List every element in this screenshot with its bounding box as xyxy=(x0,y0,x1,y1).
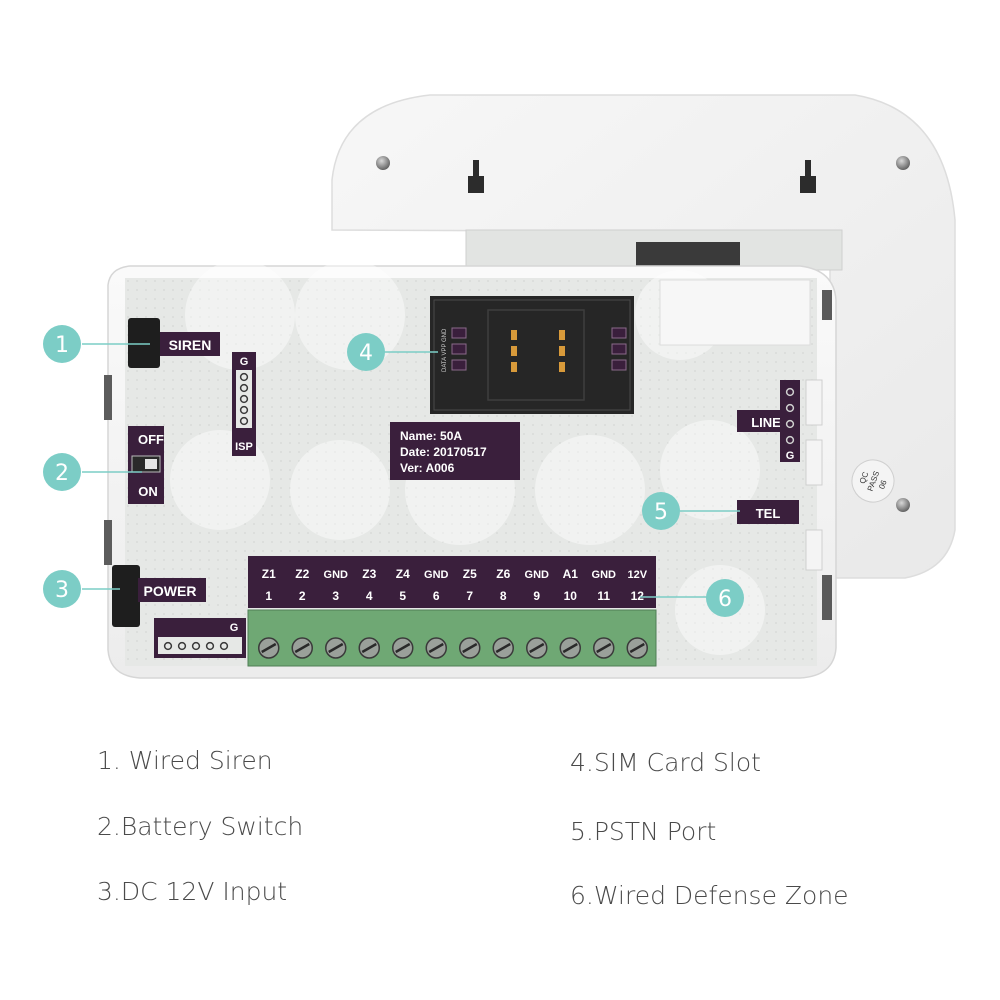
callout-1: 1 xyxy=(43,325,81,363)
callout-5-number: 5 xyxy=(654,500,668,525)
terminal-number: 7 xyxy=(466,589,473,603)
terminal-number: 10 xyxy=(564,589,578,603)
qc-number: 06 xyxy=(877,478,889,490)
tel-port: TEL xyxy=(737,500,799,524)
callout-1-number: 1 xyxy=(55,333,69,358)
terminal-label: 12V xyxy=(627,569,647,581)
off-label: OFF xyxy=(138,432,164,447)
terminal-screw xyxy=(358,637,380,659)
sim-card-slot: DATA VPP GND xyxy=(430,296,634,414)
callout-3: 3 xyxy=(43,570,81,608)
terminal-label: GND xyxy=(324,569,349,581)
terminal-screw xyxy=(559,637,581,659)
terminal-label: A1 xyxy=(563,567,579,581)
tel-label: TEL xyxy=(756,506,781,521)
terminal-screw xyxy=(425,637,447,659)
legend-sim-card-slot: 4.SIM Card Slot xyxy=(570,748,761,777)
bottom-g-label: G xyxy=(230,622,239,634)
terminal-number: 6 xyxy=(433,589,440,603)
callout-2-number: 2 xyxy=(55,461,69,486)
board-version: Ver: A006 xyxy=(400,461,455,475)
terminal-label: Z1 xyxy=(262,567,276,581)
callout-6-number: 6 xyxy=(718,587,732,612)
product-photo: QC PASS 06 SIREN OFF xyxy=(43,94,956,679)
terminal-number: 5 xyxy=(399,589,406,603)
siren-label: SIREN xyxy=(169,337,212,353)
terminal-label: Z2 xyxy=(295,567,309,581)
qc-label: QC xyxy=(858,470,871,485)
terminal-screw xyxy=(325,637,347,659)
terminal-number: 2 xyxy=(299,589,306,603)
terminal-screw xyxy=(258,637,280,659)
battery-switch: OFF ON xyxy=(128,426,164,504)
bottom-header: G xyxy=(154,618,246,658)
callout-6: 6 xyxy=(706,579,744,617)
line-g-label: G xyxy=(786,450,795,462)
terminal-label: GND xyxy=(525,569,550,581)
on-label: ON xyxy=(138,484,158,499)
callout-4-number: 4 xyxy=(359,341,373,366)
power-jack: POWER xyxy=(112,565,206,627)
terminal-screw xyxy=(593,637,615,659)
terminal-number: 11 xyxy=(597,589,610,603)
callout-5: 5 xyxy=(642,492,680,530)
callout-2: 2 xyxy=(43,453,81,491)
terminal-screw xyxy=(291,637,313,659)
terminal-number: 9 xyxy=(533,589,540,603)
terminal-number: 8 xyxy=(500,589,507,603)
line-port: LINE G xyxy=(737,380,800,462)
terminal-label: GND xyxy=(592,569,617,581)
callout-3-number: 3 xyxy=(55,578,69,603)
power-label: POWER xyxy=(144,583,197,599)
legend-battery-switch: 2.Battery Switch xyxy=(97,812,304,841)
terminal-screw xyxy=(492,637,514,659)
terminal-number: 3 xyxy=(332,589,339,603)
board-name: Name: 50A xyxy=(400,429,462,443)
terminal-number: 1 xyxy=(265,589,272,603)
terminal-number: 12 xyxy=(631,589,645,603)
sim-pin-label: DATA VPP GND xyxy=(442,328,448,372)
legend-wired-siren: 1. Wired Siren xyxy=(97,746,273,775)
terminal-screw xyxy=(626,637,648,659)
line-label: LINE xyxy=(751,415,781,430)
isp-g-label: G xyxy=(240,356,249,368)
board-date: Date: 20170517 xyxy=(400,445,487,459)
terminal-label: Z3 xyxy=(362,567,376,581)
terminal-screw xyxy=(392,637,414,659)
siren-connector: SIREN xyxy=(128,318,220,368)
terminal-label: Z4 xyxy=(396,567,410,581)
legend-pstn-port: 5.PSTN Port xyxy=(570,817,717,846)
terminal-screw xyxy=(526,637,548,659)
terminal-label: GND xyxy=(424,569,449,581)
qc-pass-sticker: QC PASS 06 xyxy=(851,459,895,503)
terminal-number: 4 xyxy=(366,589,373,603)
board-info-label: Name: 50A Date: 20170517 Ver: A006 xyxy=(390,422,520,480)
legend-dc-input: 3.DC 12V Input xyxy=(97,877,288,906)
legend-wired-defense-zone: 6.Wired Defense Zone xyxy=(570,881,849,910)
callout-4: 4 xyxy=(347,333,385,371)
isp-header: G ISP xyxy=(232,352,256,456)
callout-lines xyxy=(82,343,740,598)
terminal-label: Z6 xyxy=(496,567,510,581)
terminal-screw xyxy=(459,637,481,659)
terminal-label: Z5 xyxy=(463,567,477,581)
terminal-block: Z1 1 Z2 2 GND 3 Z3 4 Z4 5 GND 6 Z5 7 Z6 8 GND 9 A1 10 GND 11 1… xyxy=(247,556,657,667)
isp-label: ISP xyxy=(235,441,253,453)
